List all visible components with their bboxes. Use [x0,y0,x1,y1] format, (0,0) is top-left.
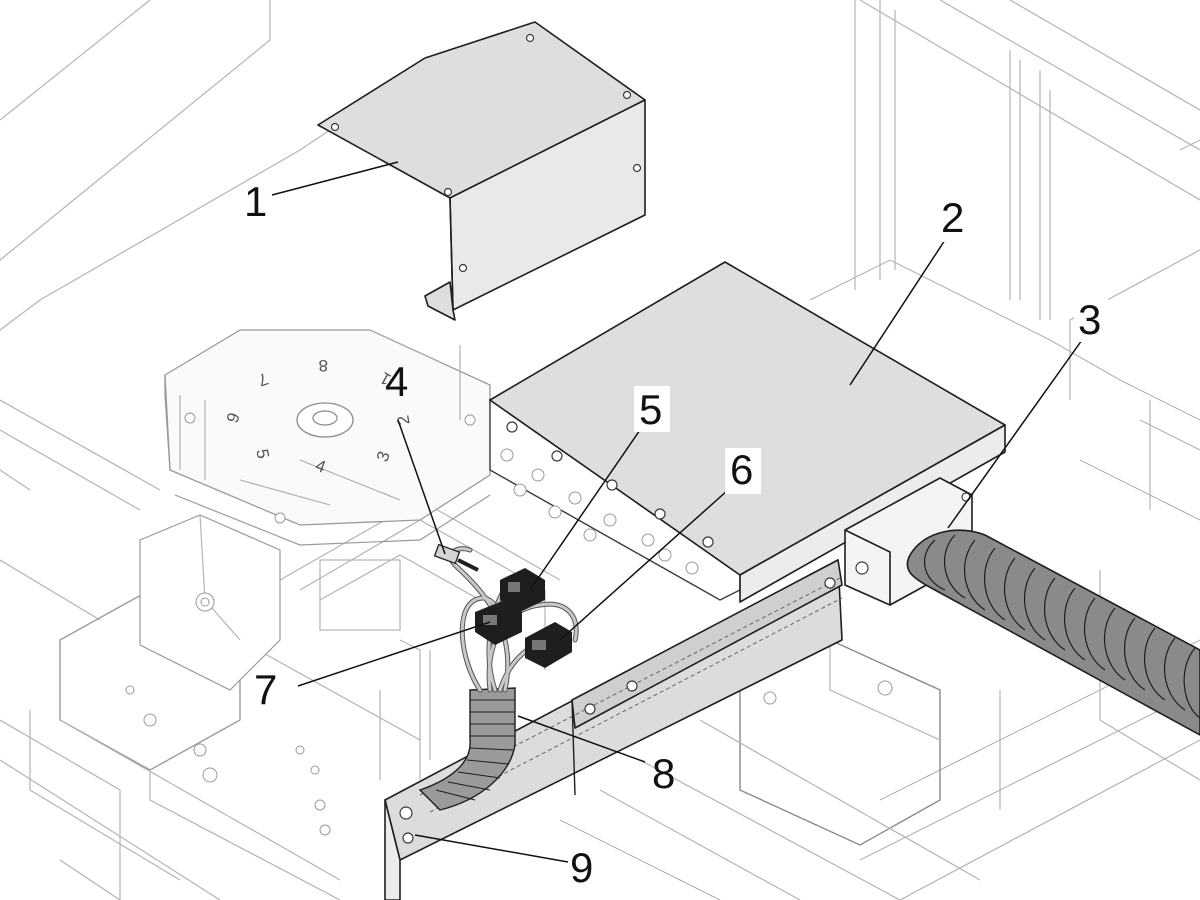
cable-duct-channel [384,559,843,900]
cover-1-bracket [317,21,646,321]
callout-3: 3 [1078,296,1101,343]
callout-9: 9 [570,844,593,891]
callout-2: 2 [941,194,964,241]
callout-2-bg [937,196,971,242]
callout-5-bg [634,386,670,432]
callout-5: 5 [639,386,662,433]
callout-labels: 1 2 3 4 5 6 7 8 9 [244,178,1108,891]
turntable-number-8: 8 [319,356,328,375]
connector-6 [525,622,572,668]
callout-6-bg [725,448,761,494]
connector-7 [475,600,522,645]
callout-1: 1 [244,178,267,225]
turntable-number-5: 5 [252,448,272,461]
perforated-mounting-plate [489,398,741,601]
leader-lines [271,161,1083,863]
connector-5 [500,568,545,612]
callout-8: 8 [652,750,675,797]
wiring-harness [418,543,579,811]
connector-4 [433,543,479,572]
callout-4: 4 [385,358,408,405]
indexing-turntable [139,329,491,691]
callout-7: 7 [254,666,277,713]
corrugated-hose [906,529,1200,736]
callout-6: 6 [730,446,753,493]
callout-3-bg [1074,296,1108,342]
